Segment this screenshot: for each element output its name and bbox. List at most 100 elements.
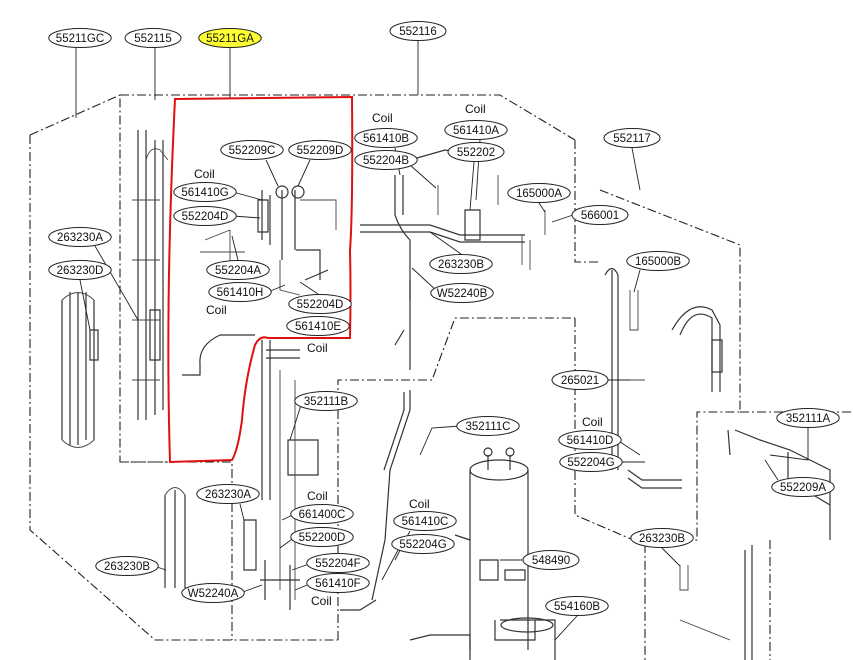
part-number-text: 165000B: [635, 256, 681, 268]
selection-outline: [167, 95, 354, 464]
part-number-text: 561410G: [181, 187, 228, 199]
part-number-text: 165000A: [516, 188, 562, 200]
part-label-561410h[interactable]: 561410H: [208, 282, 272, 302]
part-label-552204g[interactable]: 552204G: [391, 534, 455, 554]
part-number-text: W52240B: [437, 288, 488, 300]
part-label-552209a[interactable]: 552209A: [771, 477, 835, 497]
leader-line-165000a: [538, 202, 546, 213]
leader-line-165000b: [633, 269, 641, 293]
label-oval: [389, 21, 447, 41]
leader-line-263230b: [429, 231, 462, 255]
part-label-552204g[interactable]: 552204G: [559, 452, 623, 472]
part-number-text: 552204F: [315, 558, 360, 570]
part-number-text: 552204D: [182, 211, 229, 223]
leader-line-263230d: [79, 279, 91, 331]
part-label-w52240a[interactable]: W52240A: [181, 583, 245, 603]
label-oval: [456, 416, 520, 436]
part-label-552202[interactable]: 552202: [447, 142, 505, 162]
label-oval: [354, 128, 418, 148]
part-label-352111b[interactable]: 352111B: [294, 391, 358, 411]
label-oval: [306, 573, 370, 593]
part-label-265021[interactable]: 265021: [551, 370, 609, 390]
part-label-263230a[interactable]: 263230A: [48, 227, 112, 247]
part-number-text: 352111B: [304, 396, 349, 408]
part-number-text: 263230D: [57, 265, 104, 277]
part-label-552204d[interactable]: 552204D: [288, 294, 352, 314]
leader-line-352111b: [289, 404, 302, 441]
part-label-552209c[interactable]: 552209C: [220, 140, 284, 160]
part-label-552204f[interactable]: 552204F: [306, 553, 370, 573]
part-label-561410c[interactable]: 561410C: [393, 511, 457, 531]
part-label-566001[interactable]: 566001: [571, 205, 629, 225]
part-label-263230b[interactable]: 263230B: [429, 254, 493, 274]
label-oval: [306, 553, 370, 573]
label-oval: [354, 150, 418, 170]
part-label-552116[interactable]: 552116: [389, 21, 447, 41]
part-label-552117[interactable]: 552117: [603, 128, 661, 148]
label-oval: [429, 254, 493, 274]
right-upper-box: [574, 140, 600, 263]
label-oval: [771, 477, 835, 497]
leader-line-352111c: [419, 425, 461, 456]
label-oval: [196, 484, 260, 504]
part-label-561410d[interactable]: 561410D: [558, 430, 622, 450]
part-label-561410a[interactable]: 561410A: [444, 120, 508, 140]
part-label-661400c[interactable]: 661400C: [290, 504, 354, 524]
part-label-55211gc[interactable]: 55211GC: [48, 28, 112, 48]
part-number-text: 263230B: [438, 259, 484, 271]
part-label-548490[interactable]: 548490: [522, 550, 580, 570]
leader-line-263230b: [661, 547, 681, 567]
part-label-352111c[interactable]: 352111C: [456, 416, 520, 436]
leader-line-561410d: [616, 439, 641, 456]
label-oval: [208, 282, 272, 302]
label-oval: [294, 391, 358, 411]
leader-line-552204b: [409, 164, 437, 189]
label-oval: [522, 550, 580, 570]
part-number-text: W52240A: [188, 588, 239, 600]
part-label-263230d[interactable]: 263230D: [48, 260, 112, 280]
leader-line-554160b: [554, 615, 578, 641]
part-label-561410f[interactable]: 561410F: [306, 573, 370, 593]
part-number-text: 561410E: [295, 321, 341, 333]
part-label-w52240b[interactable]: W52240B: [430, 283, 494, 303]
leader-line-552204d: [232, 215, 261, 219]
label-oval: [48, 260, 112, 280]
part-label-552204d[interactable]: 552204D: [173, 206, 237, 226]
part-label-352111a[interactable]: 352111A: [776, 408, 840, 428]
part-label-552209d[interactable]: 552209D: [288, 140, 352, 160]
label-oval: [551, 370, 609, 390]
part-label-552204b[interactable]: 552204B: [354, 150, 418, 170]
part-label-552200d[interactable]: 552200D: [290, 527, 354, 547]
part-label-554160b[interactable]: 554160B: [545, 596, 609, 616]
label-oval: [290, 504, 354, 524]
part-number-text: 263230B: [639, 533, 685, 545]
part-label-561410e[interactable]: 561410E: [286, 316, 350, 336]
part-label-552204a[interactable]: 552204A: [206, 260, 270, 280]
right-block: [599, 189, 741, 546]
part-label-552115[interactable]: 552115: [124, 28, 182, 48]
part-label-561410g[interactable]: 561410G: [173, 182, 237, 202]
label-oval: [288, 294, 352, 314]
part-label-263230b[interactable]: 263230B: [630, 528, 694, 548]
coil-label: Coil: [194, 167, 215, 181]
top-outline: [120, 94, 576, 141]
part-label-561410b[interactable]: 561410B: [354, 128, 418, 148]
part-label-165000a[interactable]: 165000A: [507, 183, 571, 203]
label-oval: [206, 260, 270, 280]
label-oval: [286, 316, 350, 336]
part-label-165000b[interactable]: 165000B: [626, 251, 690, 271]
label-oval: [571, 205, 629, 225]
part-number-text: 661400C: [299, 509, 346, 521]
part-number-text: 552202: [457, 147, 495, 159]
label-oval: [288, 140, 352, 160]
label-oval: [124, 28, 182, 48]
part-label-263230b[interactable]: 263230B: [95, 556, 159, 576]
right-column-box: [574, 318, 646, 660]
part-number-text: 552204D: [297, 299, 344, 311]
label-oval: [776, 408, 840, 428]
far-left-edge: [29, 135, 338, 641]
part-label-263230a[interactable]: 263230A: [196, 484, 260, 504]
part-number-text: 263230B: [104, 561, 150, 573]
part-label-55211ga[interactable]: 55211GA: [198, 28, 262, 48]
